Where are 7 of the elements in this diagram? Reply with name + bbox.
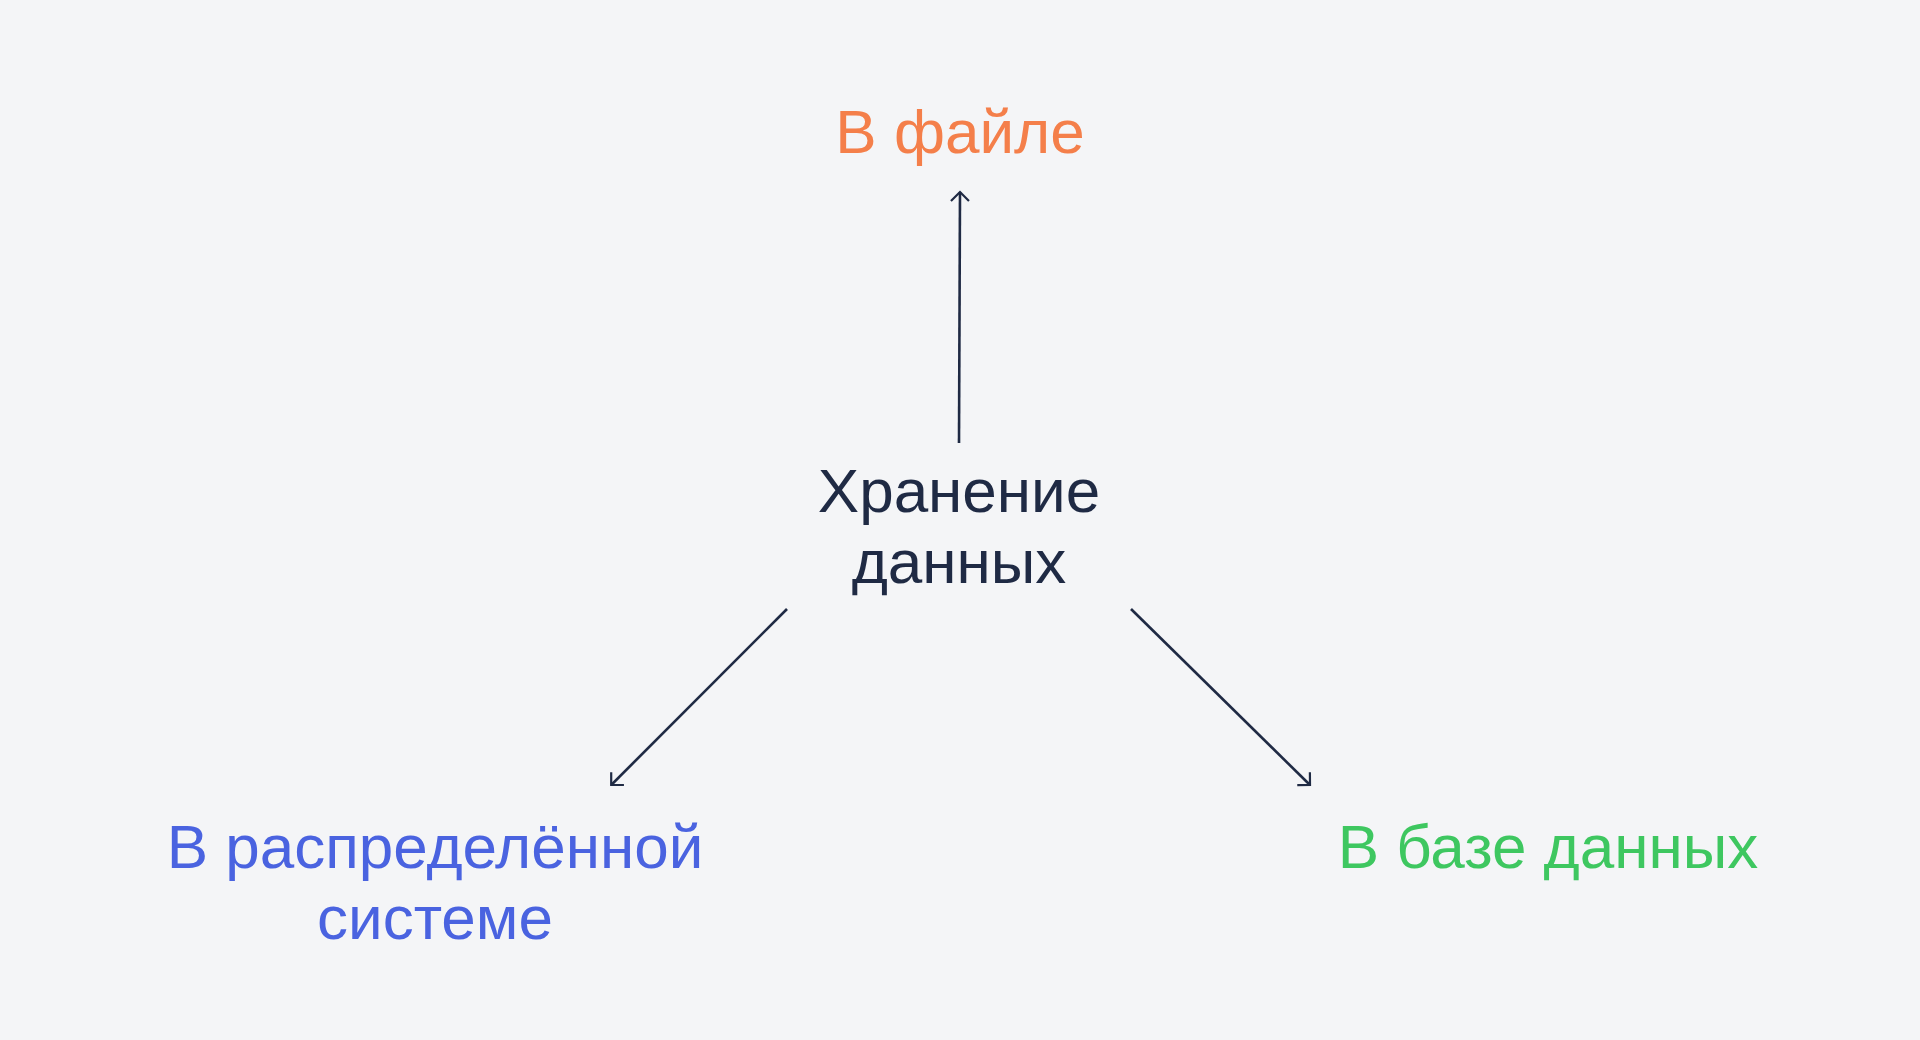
arrow bbox=[1130, 608, 1312, 787]
node-label: В распределённой системе bbox=[165, 811, 705, 953]
node-label: В базе данных bbox=[1337, 811, 1759, 882]
node-label: Хранение данных bbox=[816, 455, 1102, 597]
arrow bbox=[949, 190, 971, 443]
node-label: В файле bbox=[835, 96, 1085, 167]
arrow bbox=[610, 608, 788, 787]
